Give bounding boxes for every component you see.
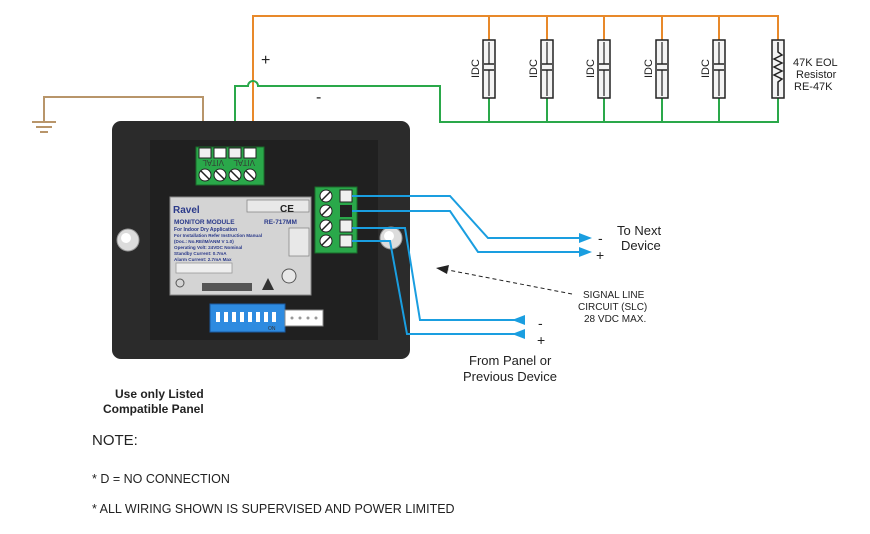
positive-sign: +: [261, 52, 270, 69]
plate-line-3: (Doc.: No.RE/IM/ANM V 1.0): [174, 239, 234, 244]
panel-note-line-1: Use only Listed: [115, 387, 204, 401]
idc-label: IDC: [700, 59, 712, 78]
note-item-1: * D = NO CONNECTION: [92, 472, 230, 486]
ce-mark: CE: [280, 204, 294, 215]
plate-line-2: For Installation Refer Instruction Manua…: [174, 233, 262, 238]
idc-label: IDC: [470, 59, 482, 78]
plate-line-5: Standby Current: 0.7mA: [174, 251, 227, 256]
idc-device: IDC: [528, 39, 554, 99]
slc-note-line-2: CIRCUIT (SLC): [578, 302, 647, 313]
idc-device: IDC: [470, 39, 496, 99]
vital-label-1: VITAL: [202, 158, 224, 167]
eol-label-line-3: RE-47K: [794, 81, 833, 93]
slc-pointer: [436, 265, 573, 295]
idc-label: IDC: [528, 59, 540, 78]
positive-wire: [252, 15, 779, 152]
eol-label-line-2: Resistor: [796, 69, 837, 81]
plate-line-1: For Indoor Dry Application: [174, 227, 237, 233]
note-item-2: * ALL WIRING SHOWN IS SUPERVISED AND POW…: [92, 502, 455, 516]
brand-logo: Ravel: [173, 205, 200, 216]
idc-device: IDC: [700, 39, 726, 99]
idc-label: IDC: [643, 59, 655, 78]
slc-note-line-1: SIGNAL LINE: [583, 290, 645, 301]
to-next-plus: +: [596, 247, 604, 263]
dip-on-label: ON: [268, 326, 276, 332]
to-next-minus: -: [598, 230, 603, 246]
top-terminal-block: [195, 146, 265, 186]
idc-label: IDC: [585, 59, 597, 78]
from-plus: +: [537, 332, 545, 348]
label-plate: [169, 196, 312, 296]
vital-label-2: VITAL: [233, 158, 255, 167]
module-name: MONITOR MODULE: [174, 219, 235, 226]
right-terminal-block: [314, 186, 358, 254]
to-next-line-1: To Next: [617, 223, 661, 238]
plate-line-4: Operating Volt: 24VDC Nominal: [174, 245, 242, 250]
idc-device: IDC: [585, 39, 611, 99]
from-minus: -: [538, 315, 543, 331]
slc-note-line-3: 28 VDC MAX.: [584, 314, 646, 325]
dip-switch: [209, 303, 324, 333]
plate-line-6: Alarm Current: 2.7mA Max: [174, 257, 232, 262]
eol-label-line-1: 47K EOL: [793, 57, 838, 69]
to-next-line-2: Device: [621, 238, 661, 253]
negative-sign: -: [316, 89, 321, 106]
from-panel-line-1: From Panel or: [469, 353, 552, 368]
negative-wire: [234, 80, 779, 152]
eol-resistor: [771, 39, 785, 99]
note-title: NOTE:: [92, 432, 138, 449]
panel-note-line-2: Compatible Panel: [103, 402, 204, 416]
slc-arrowheads: [512, 233, 592, 339]
slc-wires: [352, 195, 580, 335]
module-model: RE-717MM: [264, 219, 297, 226]
idc-device: IDC: [643, 39, 669, 99]
from-panel-line-2: Previous Device: [463, 369, 557, 384]
